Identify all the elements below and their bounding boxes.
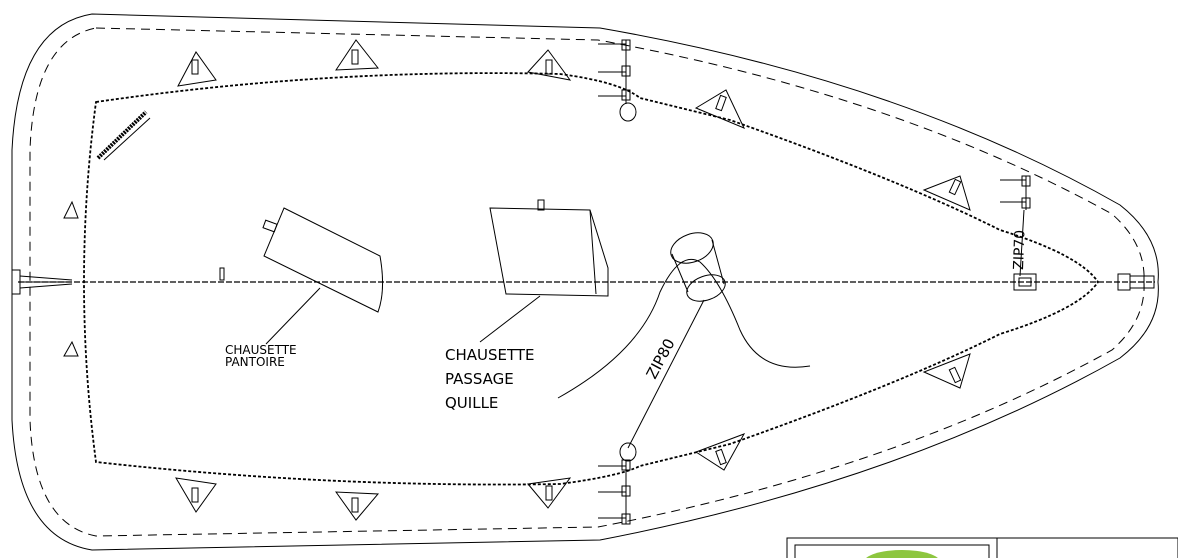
label-quille-1: CHAUSETTE (445, 346, 535, 364)
cockpit-opening-outline (83, 72, 1100, 486)
zip70-line (1019, 209, 1025, 277)
logo-mark (866, 550, 938, 558)
pantoire-leader (265, 287, 321, 345)
title-block (786, 537, 1178, 558)
center-tab (219, 267, 225, 281)
quille-leader (479, 295, 541, 343)
bow-fitting (1117, 273, 1155, 291)
zip80-line (627, 299, 705, 449)
label-pantoire-1: CHAUSETTE (225, 343, 297, 357)
label-pantoire-2: PANTOIRE (225, 355, 285, 369)
label-zip80: ZIP80 (643, 336, 679, 382)
tie-downs-top (177, 39, 971, 211)
stern-flap-top (63, 200, 79, 219)
strap-fitting-bow (1000, 175, 1037, 291)
strap-fitting-bottom (598, 442, 637, 525)
chausette-pantoire-shape (263, 207, 384, 313)
pantoire-tab (262, 219, 278, 233)
tie-downs-bottom (175, 353, 971, 521)
dashed-seam-outline (29, 27, 1145, 537)
label-quille-2: PASSAGE (445, 370, 514, 388)
curved-strap (557, 258, 811, 399)
outer-hull-outline (11, 13, 1159, 551)
quille-tab (537, 199, 545, 211)
tiller-detail (96, 110, 151, 161)
quille-inner (589, 209, 597, 295)
stern-fitting (11, 269, 73, 295)
label-zip70: ZIP70 (1011, 230, 1028, 271)
stern-flap-bottom (63, 340, 79, 357)
mast-tube (670, 232, 726, 302)
chausette-quille-shape (489, 207, 609, 297)
strap-fitting-top (598, 39, 637, 122)
label-quille-3: QUILLE (445, 394, 498, 412)
